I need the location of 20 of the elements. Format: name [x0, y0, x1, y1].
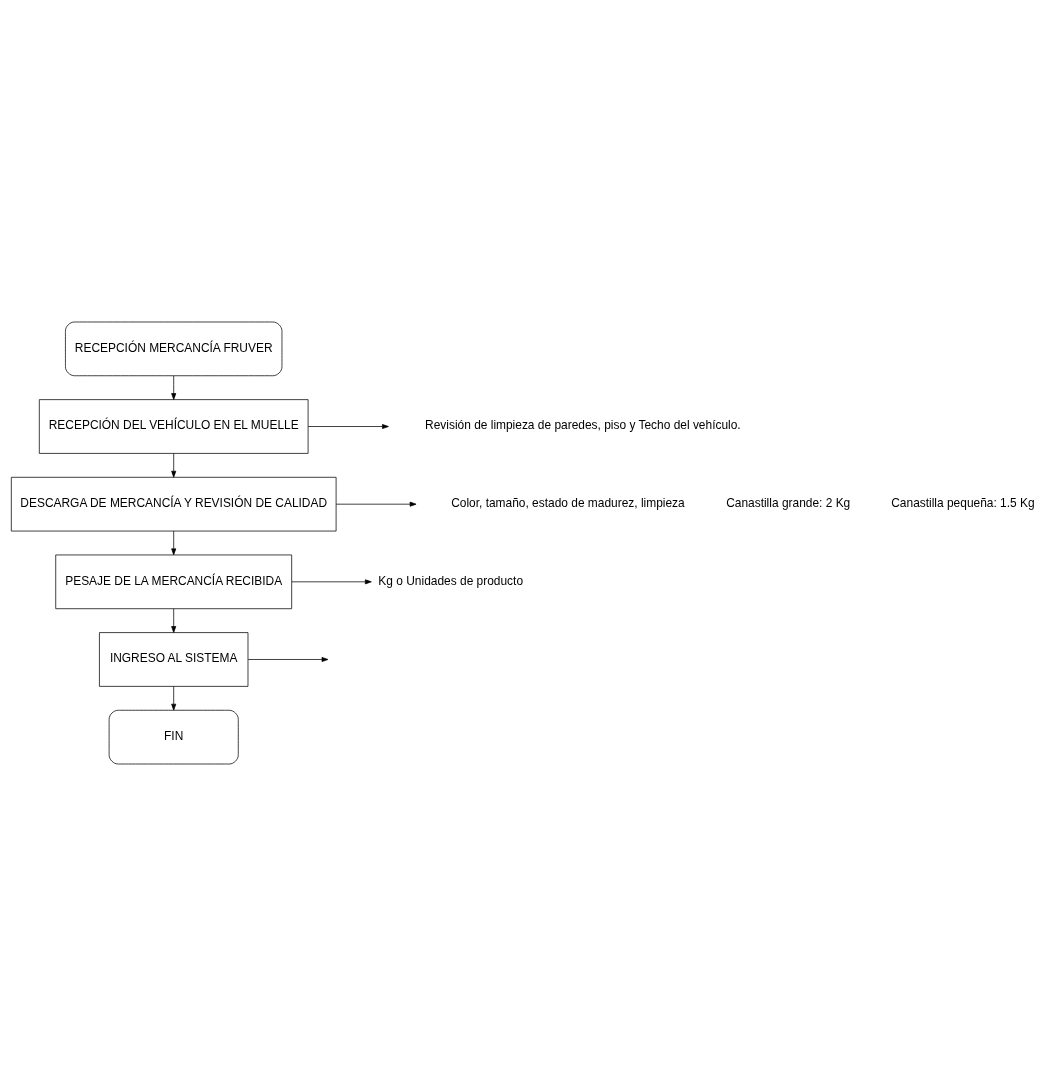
- label: Canastilla grande: 2 Kg: [726, 496, 851, 511]
- arrow: [335, 501, 417, 507]
- label: Color, tamaño, estado de madurez, limpieza: [451, 496, 685, 511]
- node-box: INGRESO AL SISTEMA: [99, 632, 249, 687]
- arrow: [171, 686, 177, 711]
- arrow: [171, 375, 177, 400]
- label: Canastilla pequeña: 1.5 Kg: [891, 496, 1035, 511]
- node-box: PESAJE DE LA MERCANCÍA RECIBIDA: [55, 554, 293, 610]
- node-box: RECEPCIÓN DEL VEHÍCULO EN EL MUELLE: [38, 399, 309, 454]
- arrow: [171, 608, 177, 633]
- node-box: FIN: [108, 709, 239, 765]
- label: Revisión de limpieza de paredes, piso y Techo del vehículo.: [425, 418, 741, 433]
- arrow: [291, 579, 372, 585]
- arrow: [307, 424, 389, 429]
- node-box: RECEPCIÓN MERCANCÍA FRUVER: [65, 321, 283, 377]
- node-box: DESCARGA DE MERCANCÍA Y REVISIÓN DE CALIDAD: [10, 476, 337, 532]
- arrow: [247, 657, 329, 662]
- arrow: [171, 453, 177, 478]
- node-text: Kg o Unidades de producto: [378, 573, 524, 588]
- arrow: [171, 530, 177, 556]
